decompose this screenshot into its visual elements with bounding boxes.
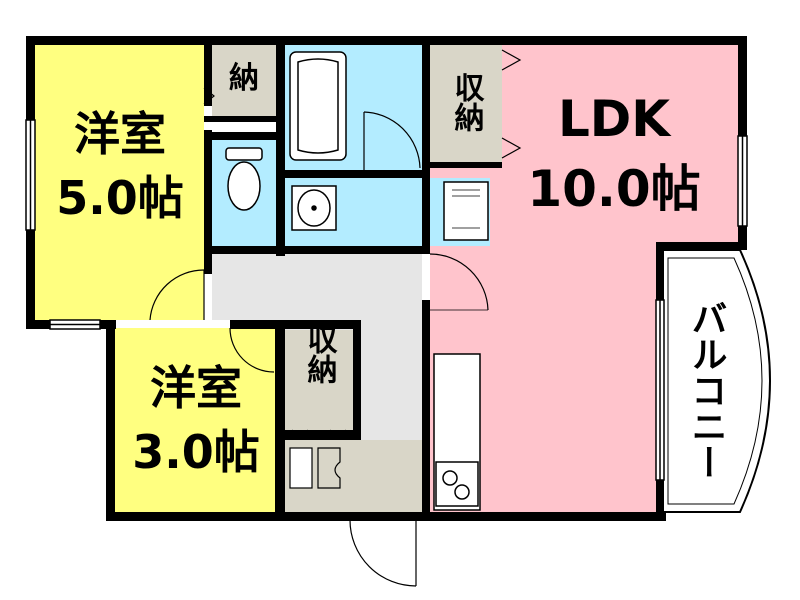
labels: 洋室 5.0帖 洋室 3.0帖 LDK 10.0帖 納 収納 収納 バルコニー [56,61,726,480]
door-swings [149,49,522,587]
storage-right-name: 収納 [449,72,485,132]
toilet-icon [225,147,263,211]
bathroom-door-icon [363,111,421,170]
balcony-name: バルコニー [686,300,727,480]
door-swing-storage-left [291,429,309,439]
stove-icon [433,353,481,511]
balcony-outline [659,249,771,513]
shoe-box-icon [289,447,341,489]
door-swing-room-2 [229,327,275,373]
door-swing-ldk [429,253,489,311]
bathtub-icon [289,51,347,161]
ldk-size: 10.0帖 [527,160,700,218]
western-room-2-floor [112,328,275,512]
door-swing-room-1 [149,269,205,321]
ldk-floor [430,44,738,512]
washing-machine-icon [443,181,489,241]
door-swing-storage-right [501,49,522,71]
storage-right-floor [430,44,502,162]
storage-left-name: 収納 [302,324,338,384]
storage-left-floor [285,330,353,430]
balcony-inner-line [667,257,763,505]
washbasin-icon [291,185,337,231]
storage-small-floor [212,44,276,116]
western-room-1-size: 5.0帖 [56,171,184,225]
windows [25,119,748,481]
door-swing-entrance [349,519,417,587]
ldk-name: LDK [558,90,672,148]
western-room-1-name: 洋室 [74,107,166,161]
western-room-2-size: 3.0帖 [132,425,260,479]
storage-small-name: 納 [229,61,259,96]
western-room-1-floor [34,44,204,320]
door-swing-storage-small [203,87,215,105]
western-room-2-name: 洋室 [150,361,242,415]
balcony [659,249,771,513]
